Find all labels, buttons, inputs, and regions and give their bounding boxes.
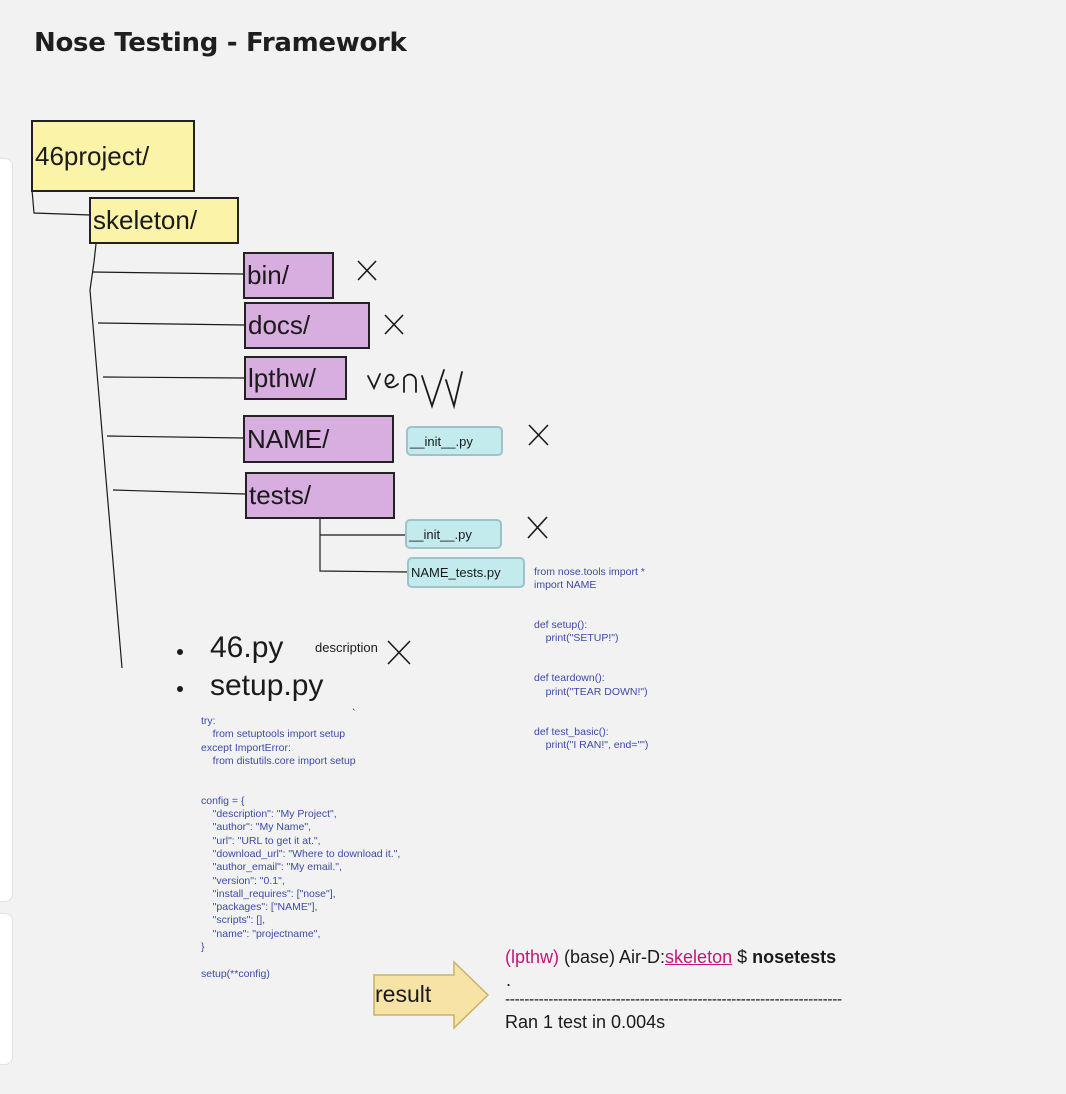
folder-name[interactable]: NAME/ <box>243 415 394 463</box>
page-title: Nose Testing - Framework <box>34 28 407 58</box>
bullet-46py: 46.py <box>210 631 284 664</box>
stray-mark: ` <box>352 708 356 720</box>
prompt-base: (base) Air-D: <box>559 947 666 967</box>
prompt-dollar: $ <box>732 947 753 967</box>
terminal-prompt-line: (lpthw) (base) Air-D:skeleton $ nosetest… <box>505 947 836 968</box>
prompt-command: nosetests <box>752 947 837 967</box>
file-name-init[interactable]: __init__.py <box>406 426 503 456</box>
side-panel-top <box>0 158 13 902</box>
prompt-dir-link[interactable]: skeleton <box>665 947 733 967</box>
terminal-separator: ----------------------------------------… <box>505 991 842 1008</box>
setup-code-block: try: from setuptools import setup except… <box>201 715 401 980</box>
folder-46project[interactable]: 46project/ <box>31 120 195 192</box>
terminal-summary: Ran 1 test in 0.004s <box>505 1012 666 1032</box>
bullet-dot <box>177 686 183 692</box>
terminal-dot-line: . <box>506 970 512 990</box>
bullet-dot <box>177 649 183 655</box>
tests-code-block: from nose.tools import * import NAME def… <box>534 566 649 751</box>
result-label: result <box>375 981 432 1007</box>
folder-lpthw[interactable]: lpthw/ <box>244 356 347 400</box>
folder-bin[interactable]: bin/ <box>243 252 334 299</box>
folder-docs[interactable]: docs/ <box>244 302 370 349</box>
file-tests-init[interactable]: __init__.py <box>405 519 502 549</box>
folder-tests[interactable]: tests/ <box>245 472 395 519</box>
file-name-tests[interactable]: NAME_tests.py <box>407 557 525 588</box>
venv-handwriting <box>367 369 463 410</box>
side-panel-bottom <box>0 913 13 1065</box>
description-label: description <box>315 640 378 655</box>
x-mark-icon <box>357 260 549 665</box>
prompt-env: (lpthw) <box>505 947 560 967</box>
bullet-setuppy: setup.py <box>210 669 324 702</box>
arrow-right-icon <box>373 960 490 1030</box>
folder-skeleton[interactable]: skeleton/ <box>89 197 239 244</box>
